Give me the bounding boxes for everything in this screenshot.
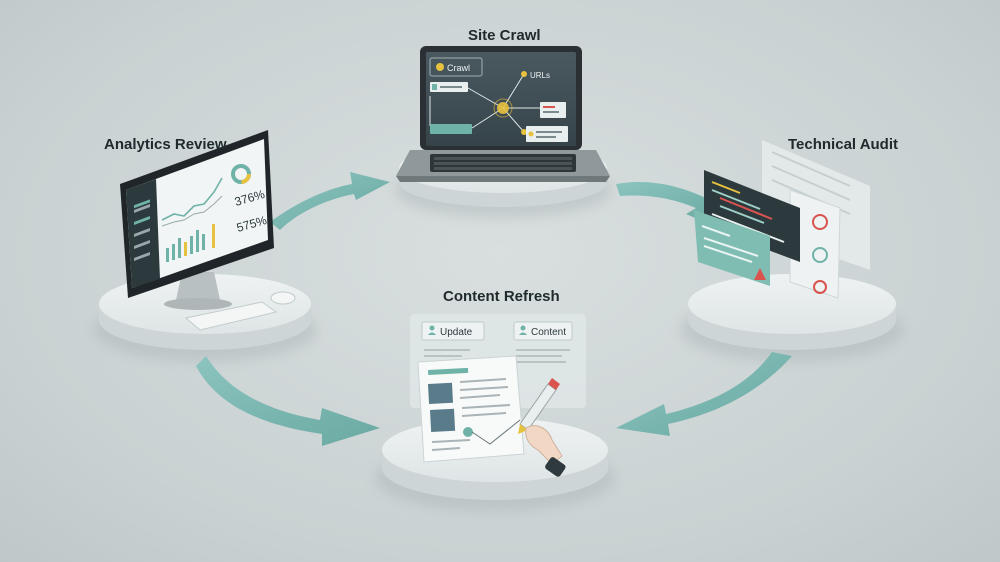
urls-label: URLs bbox=[530, 71, 550, 80]
document-page bbox=[417, 355, 525, 463]
mouse bbox=[270, 291, 296, 305]
technical-audit-panels bbox=[694, 140, 870, 299]
pencil-icon bbox=[518, 378, 560, 434]
crawl-label: Crawl bbox=[447, 63, 470, 73]
update-tab[interactable] bbox=[421, 321, 485, 341]
crawl-status-icon bbox=[436, 63, 444, 71]
update-tab-label: Update bbox=[440, 327, 473, 338]
edit-marker-icon bbox=[463, 427, 473, 437]
arrow-analytics-to-crawl bbox=[270, 172, 390, 230]
content-tab[interactable] bbox=[513, 321, 573, 341]
crawl-hub-node bbox=[497, 102, 509, 114]
label-technical-audit: Technical Audit bbox=[788, 136, 899, 153]
label-content-refresh: Content Refresh bbox=[443, 288, 560, 305]
crawl-graph-edges bbox=[429, 73, 546, 133]
dashboard-bar-chart bbox=[166, 224, 215, 262]
alert-icon bbox=[754, 268, 766, 280]
arrow-crawl-to-audit bbox=[616, 181, 718, 228]
laptop-site-crawl: Crawl URLs bbox=[396, 46, 610, 182]
audit-warning-icon bbox=[813, 280, 827, 294]
monitor-analytics-review: 376% 575% bbox=[120, 130, 296, 331]
user-icon bbox=[428, 325, 436, 335]
pedestal-technical-audit bbox=[680, 274, 904, 362]
user-icon bbox=[519, 325, 527, 335]
keyboard bbox=[184, 301, 278, 331]
label-site-crawl: Site Crawl bbox=[468, 27, 541, 44]
audit-check-icon bbox=[812, 247, 828, 263]
content-refresh-scene: Update Content bbox=[410, 314, 586, 477]
image-placeholder bbox=[428, 382, 454, 404]
content-tab-label: Content bbox=[531, 327, 566, 338]
audit-error-icon bbox=[812, 214, 828, 230]
image-placeholder bbox=[430, 408, 456, 432]
label-analytics-review: Analytics Review bbox=[104, 136, 227, 153]
arrow-content-to-analytics bbox=[196, 356, 380, 446]
hand-icon bbox=[525, 425, 566, 477]
keyboard-keys bbox=[434, 157, 572, 170]
dashboard-line-chart bbox=[161, 177, 223, 227]
arrow-audit-to-content bbox=[616, 352, 792, 436]
